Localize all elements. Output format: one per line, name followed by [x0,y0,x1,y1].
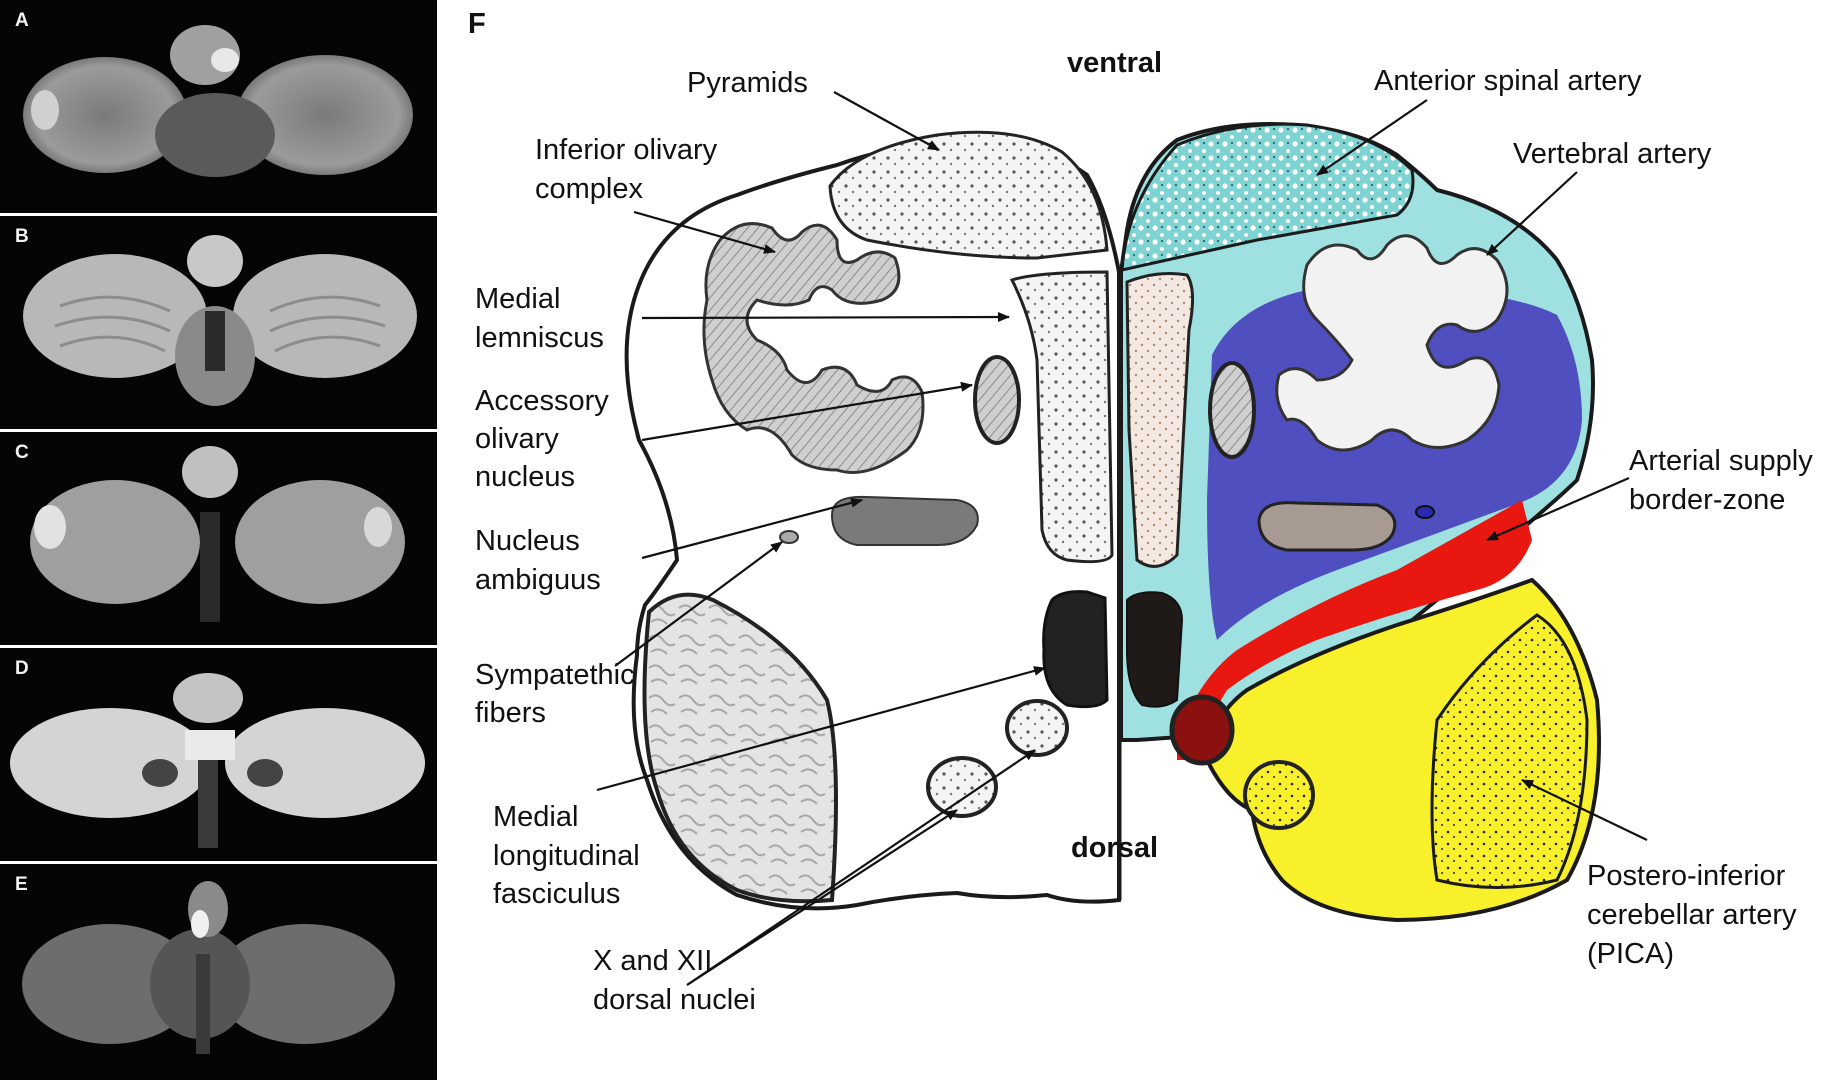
label-mlf-1: Medial [493,801,578,833]
accessory-olivary-nucleus-right [1208,361,1256,459]
mri-image-b [23,235,417,406]
mri-panel-d: D [0,648,437,861]
sympathetic-fibers-right [1415,505,1435,519]
label-vertebral: Vertebral artery [1513,138,1712,170]
arrow-sympathetic [614,541,783,667]
label-ambiguus-2: ambiguus [475,564,601,596]
panel-label-e: E [15,874,28,895]
arterial-border-zone [1177,500,1532,760]
panel-label-a: A [15,10,29,31]
label-accessory-3: nucleus [475,461,575,493]
arrow-pica [1521,779,1648,841]
nucleus-ambiguus-right [1257,501,1397,552]
mri-image-e [22,881,395,1054]
arrow-vertebral [1486,171,1578,256]
arrow-pyramids [833,91,940,151]
dorsal-nucleus-xii-left [1005,699,1069,757]
label-inferior-olivary-1: Inferior olivary [535,134,718,166]
label-sympathetic-1: Sympatethic [475,659,635,691]
label-mlf-2: longitudinal [493,840,640,872]
orientation-dorsal: dorsal [1071,832,1158,864]
mri-image-a [23,25,413,177]
label-accessory-1: Accessory [475,385,609,417]
accessory-olivary-nucleus-left [973,355,1021,445]
dorsal-nucleus-x-right [1243,760,1315,830]
medial-lemniscus-left [1009,270,1114,564]
label-pica-2: cerebellar artery [1587,899,1797,931]
arrow-medial-lemniscus [641,312,1010,323]
label-medial-lemniscus-1: Medial [475,283,560,315]
dorsal-nucleus-xii-right [1169,694,1235,766]
label-ambiguus-1: Nucleus [475,525,580,557]
arrow-mlf [596,666,1046,792]
label-mlf-3: fasciculus [493,878,620,910]
orientation-ventral: ventral [1067,47,1162,79]
inferior-olive-right [1275,234,1509,452]
mlf-left [1042,590,1109,709]
label-border-zone-2: border-zone [1629,484,1785,516]
mri-panel-c: C [0,432,437,645]
panel-label-b: B [15,226,29,247]
inferior-olive-left [702,222,925,474]
label-pyramids: Pyramids [687,67,808,99]
panel-label-d: D [15,658,29,679]
label-inferior-olivary-2: complex [535,173,643,205]
pica-dotted-region [1430,613,1589,889]
label-border-zone-1: Arterial supply [1629,445,1813,477]
panel-label-c: C [15,442,29,463]
label-dorsal-nuclei-2: dorsal nuclei [593,984,756,1016]
arrow-anterior-spinal [1316,99,1428,176]
label-dorsal-nuclei-1: X and XII [593,945,712,977]
mlf-right [1126,591,1184,708]
label-pica-1: Postero-inferior [1587,860,1786,892]
sympathetic-fibers-left [779,530,799,544]
arrow-accessory [641,381,973,442]
mri-image-d [10,673,425,848]
arrow-dorsal-xii [686,749,1036,986]
label-accessory-2: olivary [475,423,559,455]
mri-panel-e: E [0,864,437,1080]
panel-label-f: F [468,8,486,40]
mri-panel-a: A [0,0,437,213]
anterior-spinal-dotted-cap [1120,122,1415,272]
label-medial-lemniscus-2: lemniscus [475,322,604,354]
medial-lemniscus-right [1125,272,1194,568]
arrow-border-zone [1486,476,1630,542]
arrow-inferior-olivary [633,210,776,254]
pyramid-left [828,130,1109,260]
mri-panel-b: B [0,216,437,429]
mri-image-c [30,446,405,622]
arrow-ambiguus [641,497,863,560]
cerebellar-peduncle-left [642,592,838,904]
label-sympathetic-2: fibers [475,697,546,729]
nucleus-ambiguus-left [830,495,979,546]
dorsal-nucleus-x-left [926,756,998,818]
label-anterior-spinal: Anterior spinal artery [1374,65,1642,97]
label-pica-3: (PICA) [1587,938,1674,970]
medulla-diagram: F ventral dorsal [468,8,1813,1016]
